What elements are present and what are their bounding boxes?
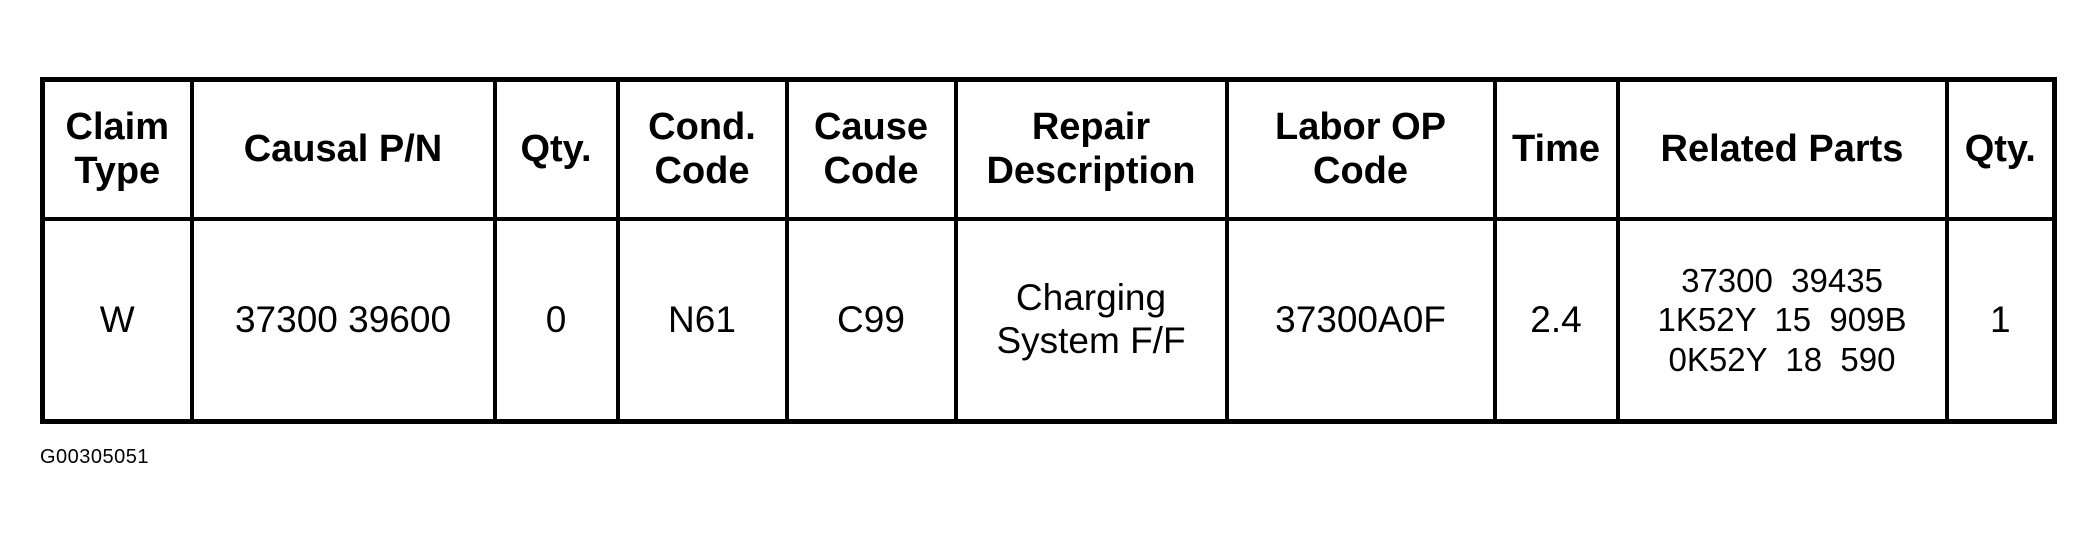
- header-cause-code: Cause Code: [784, 77, 958, 221]
- cell-related-parts: 37300 39435 1K52Y 15 909B 0K52Y 18 590: [1615, 217, 1949, 424]
- cell-related-qty: 1: [1944, 217, 2057, 424]
- header-time: Time: [1492, 77, 1620, 221]
- table-row: W 37300 39600 0 N61 C99 Charging System …: [40, 217, 2057, 424]
- cell-labor-op-code: 37300A0F: [1224, 217, 1497, 424]
- cell-qty: 0: [492, 217, 620, 424]
- header-related-parts: Related Parts: [1615, 77, 1949, 221]
- cell-time: 2.4: [1492, 217, 1620, 424]
- header-related-qty: Qty.: [1944, 77, 2057, 221]
- table-header-row: Claim Type Causal P/N Qty. Cond. Code Ca…: [40, 77, 2057, 221]
- cell-causal-pn: 37300 39600: [189, 217, 497, 424]
- cell-claim-type: W: [40, 217, 194, 424]
- warranty-claim-table: Claim Type Causal P/N Qty. Cond. Code Ca…: [40, 77, 2057, 424]
- cell-cause-code: C99: [784, 217, 958, 424]
- header-claim-type: Claim Type: [40, 77, 194, 221]
- header-causal-pn: Causal P/N: [189, 77, 497, 221]
- figure-id: G00305051: [40, 446, 150, 468]
- header-cond-code: Cond. Code: [615, 77, 789, 221]
- cell-cond-code: N61: [615, 217, 789, 424]
- header-qty: Qty.: [492, 77, 620, 221]
- header-labor-op-code: Labor OP Code: [1224, 77, 1497, 221]
- header-repair-description: Repair Description: [953, 77, 1229, 221]
- cell-repair-description: Charging System F/F: [953, 217, 1229, 424]
